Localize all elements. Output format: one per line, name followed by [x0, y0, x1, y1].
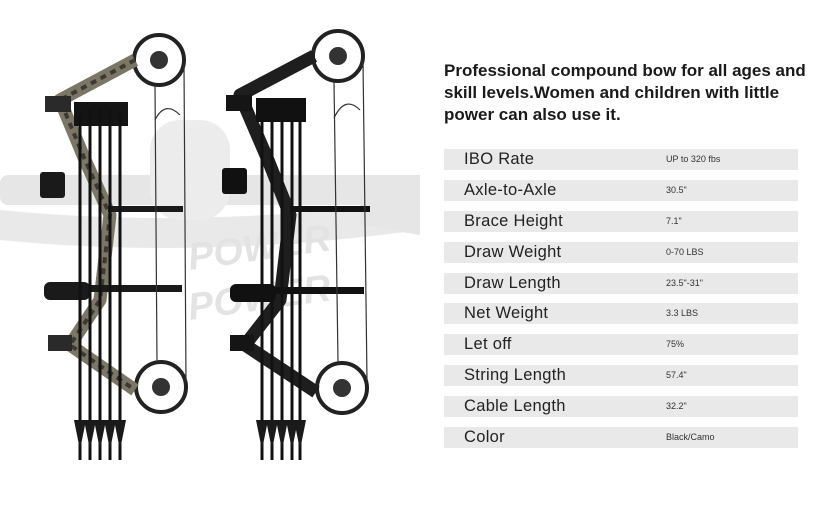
spec-row-cable-length: Cable Length 32.2": [444, 396, 798, 418]
spec-label: Axle-to-Axle: [464, 180, 557, 199]
spec-row-net-weight: Net Weight 3.3 LBS: [444, 303, 798, 325]
spec-label: Net Weight: [464, 304, 549, 323]
spec-value: UP to 320 fbs: [666, 154, 721, 164]
spec-value: 3.3 LBS: [666, 308, 699, 319]
spec-table: IBO Rate UP to 320 fbs Axle-to-Axle 30.5…: [444, 149, 798, 458]
spec-value: 30.5": [666, 184, 687, 195]
spec-label: Cable Length: [464, 397, 566, 416]
spec-row-brace-height: Brace Height 7.1": [444, 210, 798, 232]
spec-value: 32.2": [666, 401, 687, 412]
spec-row-string-length: String Length 57.4": [444, 365, 798, 387]
spec-label: Draw Length: [464, 273, 561, 292]
spec-value: Black/Camo: [666, 432, 715, 443]
spec-row-axle-to-axle: Axle-to-Axle 30.5": [444, 179, 798, 201]
spec-value: 57.4": [666, 370, 687, 381]
spec-value: 7.1": [666, 215, 682, 226]
spec-label: Draw Weight: [464, 242, 562, 261]
black-compound-bow-icon: [222, 29, 370, 460]
spec-value: 0-70 LBS: [666, 246, 704, 257]
spec-label: Let off: [464, 335, 512, 354]
spec-label: Color: [464, 428, 505, 447]
spec-label: String Length: [464, 366, 567, 385]
spec-row-color: Color Black/Camo: [444, 427, 798, 449]
spec-row-ibo-rate: IBO Rate UP to 320 fbs: [444, 149, 798, 170]
spec-value: 23.5"-31": [666, 277, 703, 288]
product-image: POWER POWER: [0, 29, 420, 460]
spec-row-draw-length: Draw Length 23.5"-31": [444, 272, 798, 294]
spec-value: 75%: [666, 339, 685, 350]
spec-row-let-off: Let off 75%: [444, 334, 798, 356]
spec-row-draw-weight: Draw Weight 0-70 LBS: [444, 241, 798, 263]
spec-label: IBO Rate: [464, 150, 535, 168]
spec-label: Brace Height: [464, 211, 563, 230]
product-headline: Professional compound bow for all ages a…: [444, 61, 806, 124]
arrow-quiver-icon: [74, 102, 128, 460]
